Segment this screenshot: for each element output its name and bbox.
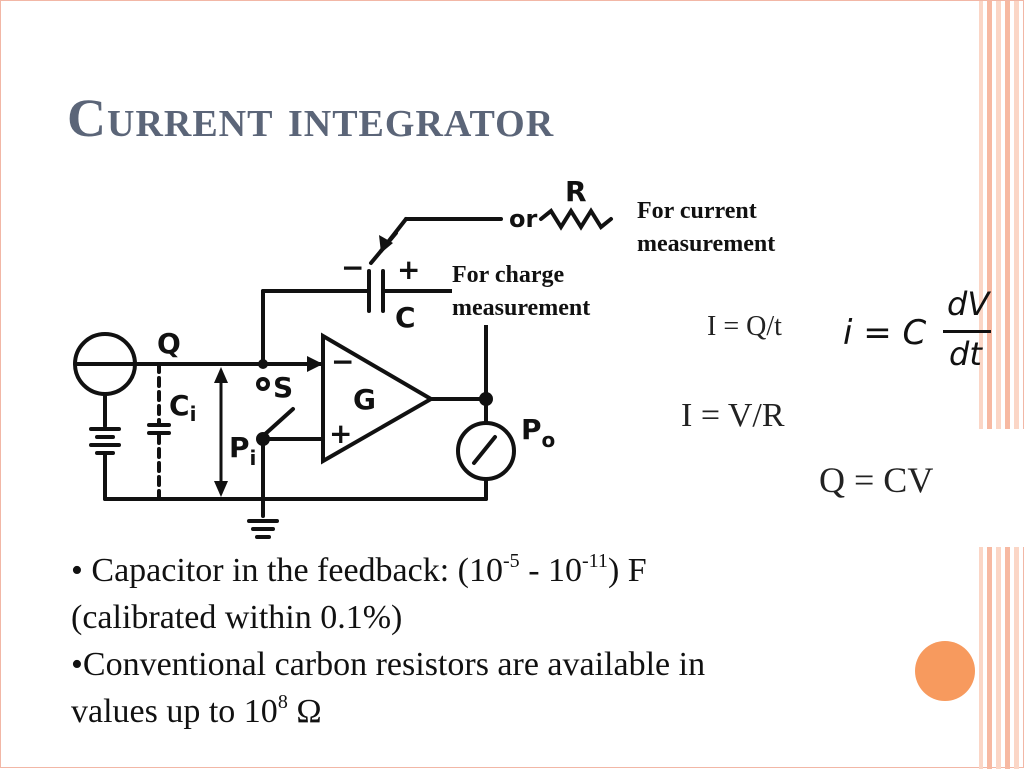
label-q: Q — [157, 327, 181, 360]
decor-stripe — [1014, 1, 1019, 769]
label-pi: Pi — [229, 431, 256, 470]
note-charge: For charge measurement — [452, 259, 591, 325]
formula-lhs: i = C — [843, 313, 927, 353]
decor-stripe — [1005, 1, 1010, 769]
bullet-capacitor: • Capacitor in the feedback: (10-5 - 10-… — [71, 549, 647, 589]
label-s: S — [273, 371, 293, 404]
decor-stripe — [987, 1, 992, 769]
q-arrow-icon — [307, 356, 323, 372]
integrator-circuit-diagram: R or − + C Q Ci S G − + Pi Po — [73, 175, 613, 539]
label-amp-plus: + — [329, 417, 352, 450]
label-ci: Ci — [169, 389, 196, 426]
formula-i-qt: I = Q/t — [707, 311, 782, 342]
label-plus: + — [397, 253, 420, 286]
fraction-bar — [943, 330, 991, 333]
formula-i-cdvdt: i = C dV dt — [843, 285, 991, 375]
label-c: C — [395, 301, 416, 334]
accent-dot — [915, 641, 975, 701]
decor-stripe — [979, 1, 983, 769]
note-charge-line2: measurement — [452, 295, 591, 321]
note-current-line1: For current — [637, 198, 757, 224]
label-r: R — [565, 175, 587, 208]
formula-denominator: dt — [949, 335, 982, 373]
note-current: For current measurement — [637, 195, 775, 261]
label-amp-minus: − — [331, 345, 354, 378]
note-charge-line1: For charge — [452, 262, 565, 288]
formula-q-cv: Q = CV — [819, 460, 934, 500]
bullet-capacitor-line2: (calibrated within 0.1%) — [71, 599, 403, 636]
label-g: G — [353, 383, 376, 416]
formula-numerator: dV — [947, 285, 990, 323]
slide-title: Current integrator — [67, 88, 555, 148]
decor-stripe — [996, 1, 1001, 769]
formula-i-vr: I = V/R — [681, 397, 785, 434]
bullet-resistors: •Conventional carbon resistors are avail… — [71, 646, 706, 683]
note-current-line2: measurement — [637, 231, 776, 257]
bullet-resistors-line2: values up to 108 Ω — [71, 690, 322, 730]
label-or: or — [509, 205, 537, 233]
label-po: Po — [521, 413, 555, 452]
bullet-list: • Capacitor in the feedback: (10-5 - 10-… — [71, 547, 971, 735]
decor-gap — [979, 429, 1024, 547]
label-minus: − — [341, 251, 364, 284]
